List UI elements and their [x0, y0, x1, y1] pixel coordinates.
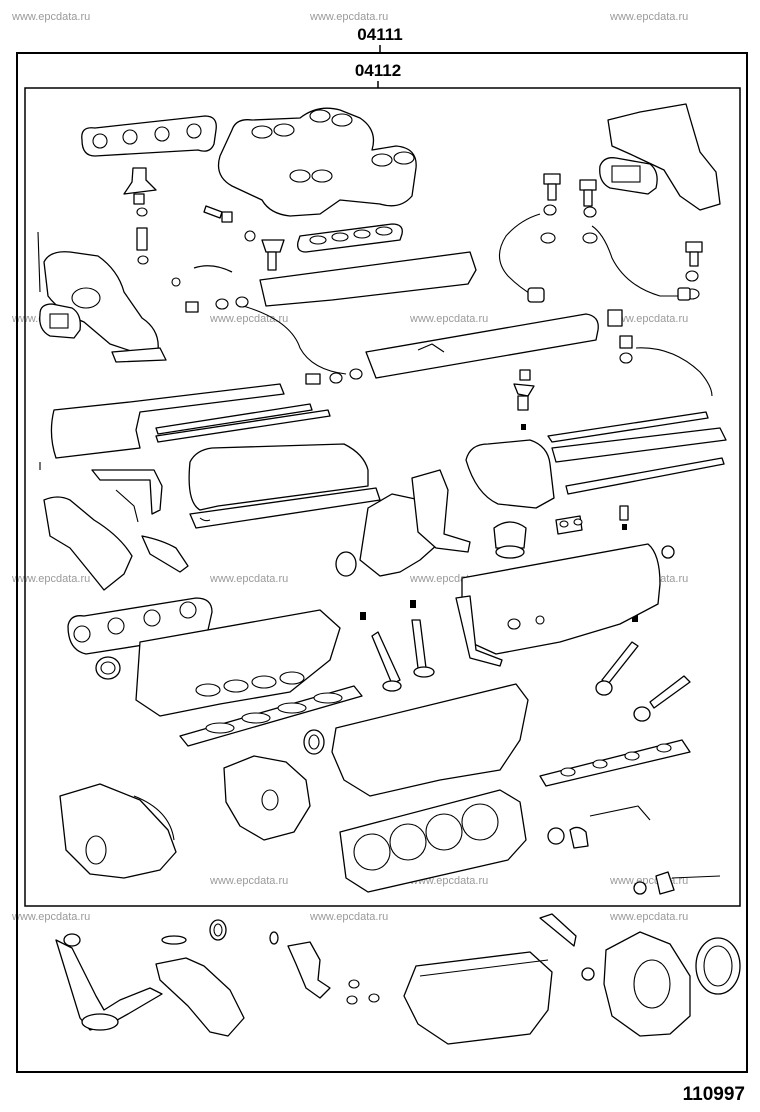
timing-belt-cover-icon — [223, 755, 311, 841]
o-ring-icon — [547, 805, 721, 895]
callout-outer-kit: 04111 — [357, 25, 402, 44]
o-ring-icon — [493, 505, 675, 559]
exhaust-manifold-gasket-icon — [67, 597, 213, 655]
watermark: www.epcdata.ru — [609, 11, 688, 23]
exhaust-manifold-gasket-icon — [539, 739, 691, 787]
oil-pan-icon — [403, 951, 553, 1045]
bolt-icon — [539, 913, 595, 981]
callout-inner-kit: 04112 — [355, 61, 401, 80]
valve-cover-gasket-strip-icon — [547, 411, 727, 495]
watermark: www.epcdata.ru — [209, 313, 288, 325]
oil-seal-icon — [303, 729, 325, 755]
cylinder-head-icon — [135, 609, 341, 717]
watermark: www.epcdata.ru — [11, 11, 90, 23]
watermark: www.epcdata.ru — [309, 11, 388, 23]
cylinder-head-gasket-icon — [179, 685, 363, 747]
oil-pump-icon — [155, 919, 245, 1037]
watermark: www.epcdata.ru — [609, 911, 688, 923]
intake-port-gasket-icon — [297, 223, 403, 253]
timing-belt-cover-icon — [59, 783, 177, 879]
watermark: www.epcdata.ru — [609, 313, 688, 325]
oil-pump-icon — [55, 933, 163, 1031]
fuel-pipe-icon — [171, 251, 477, 385]
fuel-pipe-icon — [498, 213, 691, 303]
oil-seal-icon — [95, 656, 121, 680]
bolt-icon — [540, 173, 703, 300]
o-ring-icon — [269, 931, 380, 1005]
valve-cover-gasket-strip-icon — [155, 403, 331, 443]
water-outlet-icon — [599, 103, 721, 211]
water-outlet-icon — [37, 231, 167, 363]
watermark: www.epcdata.ru — [209, 875, 288, 887]
timing-belt-cover-icon — [39, 462, 189, 591]
valve-cover-gasket-strip-icon — [365, 309, 713, 397]
cylinder-head-cover-icon — [188, 439, 555, 529]
bolt-icon — [203, 205, 285, 271]
cylinder-head-cover-icon — [455, 543, 661, 667]
drawing-number: 110997 — [683, 1084, 745, 1105]
cylinder-head-icon — [331, 683, 529, 797]
watermark: www.epcdata.ru — [609, 875, 688, 887]
cylinder-head-cover-icon — [50, 383, 285, 459]
intake-manifold-icon — [217, 107, 417, 217]
kit-frames: 04111 04112 110997 — [16, 25, 748, 1105]
timing-belt-cover-icon — [335, 469, 471, 577]
watermark: www.epcdata.ru — [309, 911, 388, 923]
cylinder-head-gasket-icon — [339, 789, 527, 893]
watermark: www.epcdata.ru — [11, 911, 90, 923]
rear-oil-seal-retainer-icon — [603, 931, 691, 1037]
watermark: www.epcdata.ru — [209, 573, 288, 585]
outer-kit-frame — [16, 52, 748, 1073]
bolt-icon — [513, 369, 535, 430]
exhaust-manifold-gasket-icon — [81, 115, 217, 157]
watermark: www.epcdata.ru — [409, 313, 488, 325]
watermark: www.epcdata.ru — [11, 573, 90, 585]
inner-kit-frame — [24, 87, 741, 907]
bolt-icon — [123, 167, 157, 265]
engine-valve-icon — [360, 600, 691, 722]
oil-seal-icon — [695, 937, 741, 995]
